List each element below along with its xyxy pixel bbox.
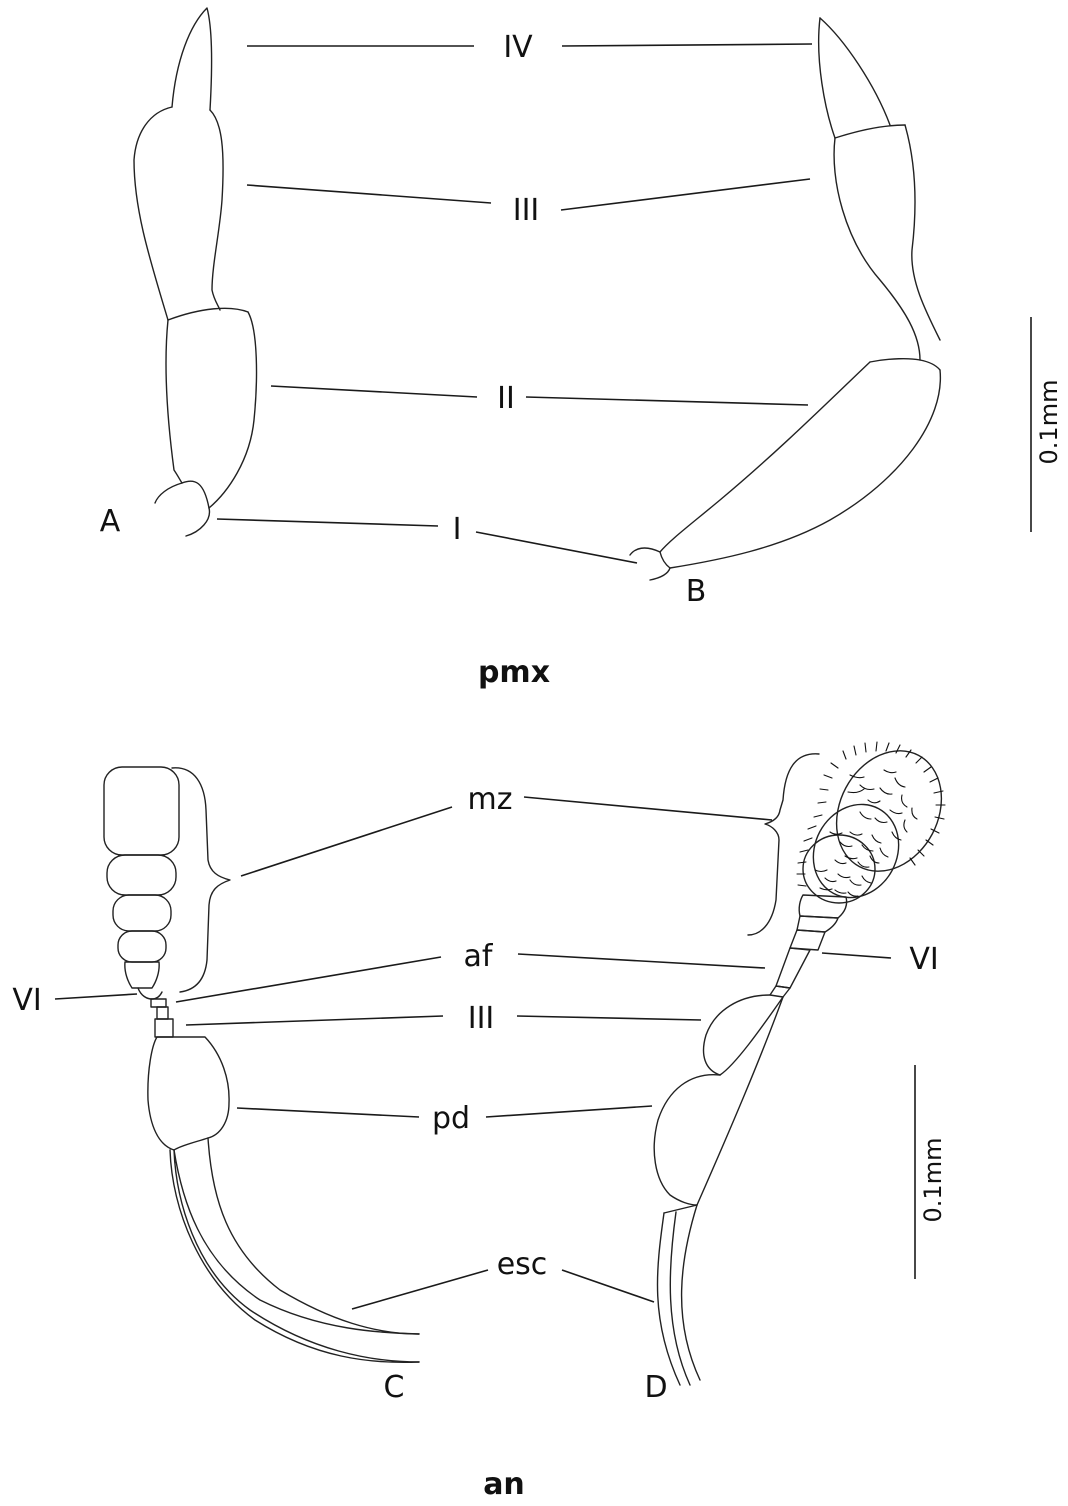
scale-bar-label: 0.1mm: [919, 1138, 947, 1223]
segment-label-iii: III: [513, 193, 540, 228]
antenna-drawing-d: [654, 732, 962, 1385]
segment-label-iv: IV: [503, 30, 533, 65]
leader-esc-d: [562, 1270, 654, 1302]
figure-label-a: A: [100, 504, 121, 539]
leader-iii-b: [561, 179, 810, 210]
club-segment: [113, 895, 171, 931]
leader-iii-a: [247, 185, 491, 203]
club-hairs: [797, 742, 945, 896]
palp-drawing-a: [134, 8, 256, 536]
part-label-pd: pd: [432, 1101, 470, 1136]
antenna-drawing-c: [104, 767, 419, 1362]
part-label-mz: mz: [468, 782, 513, 817]
leader-i-a: [217, 519, 438, 526]
palp-drawing-b: [630, 18, 940, 580]
figure-label-d: D: [644, 1370, 667, 1405]
scale-bar-bottom: 0.1mm: [915, 1065, 947, 1279]
leader-iii-c: [186, 1016, 443, 1025]
part-label-vi-c: VI: [12, 983, 41, 1018]
club-segment: [118, 931, 166, 962]
part-label-esc: esc: [497, 1247, 548, 1282]
panel-caption-pmx: pmx: [478, 655, 550, 690]
leader-iii-d: [517, 1016, 701, 1020]
pmx-panel: IV III II I A B 0.1mm pmx: [100, 8, 1063, 690]
figure-label-b: B: [686, 574, 707, 609]
leader-iv-b: [562, 44, 812, 46]
leader-pd-d: [486, 1106, 652, 1117]
an-panel: mz af III pd esc VI VI C D 0.1mm an: [12, 732, 962, 1502]
leader-ii-b: [526, 397, 808, 405]
figure-label-c: C: [384, 1370, 405, 1405]
stalk-segment: [151, 999, 166, 1007]
leader-mz-d: [524, 797, 772, 820]
part-label-vi-d: VI: [909, 942, 938, 977]
leader-pd-c: [237, 1108, 419, 1117]
stalk-segment: [157, 1007, 168, 1019]
stalk-segment: [155, 1019, 173, 1037]
segment-label-i: I: [453, 512, 462, 547]
segment-label-ii: II: [497, 381, 515, 416]
leader-af-d: [518, 954, 765, 968]
club-segment: [104, 767, 179, 855]
part-label-iii: III: [468, 1001, 495, 1036]
leader-af-c: [176, 957, 441, 1002]
part-label-af: af: [464, 939, 494, 974]
leader-ii-a: [271, 386, 477, 397]
leader-vi-c: [55, 994, 137, 999]
scale-bar-top: 0.1mm: [1031, 317, 1063, 532]
leader-mz-c: [241, 807, 452, 876]
leader-esc-c: [352, 1270, 488, 1309]
club-segment: [107, 855, 176, 895]
leader-vi-d: [822, 953, 891, 958]
panel-caption-an: an: [483, 1467, 525, 1502]
leader-i-b: [476, 532, 637, 563]
scale-bar-label: 0.1mm: [1035, 380, 1063, 465]
